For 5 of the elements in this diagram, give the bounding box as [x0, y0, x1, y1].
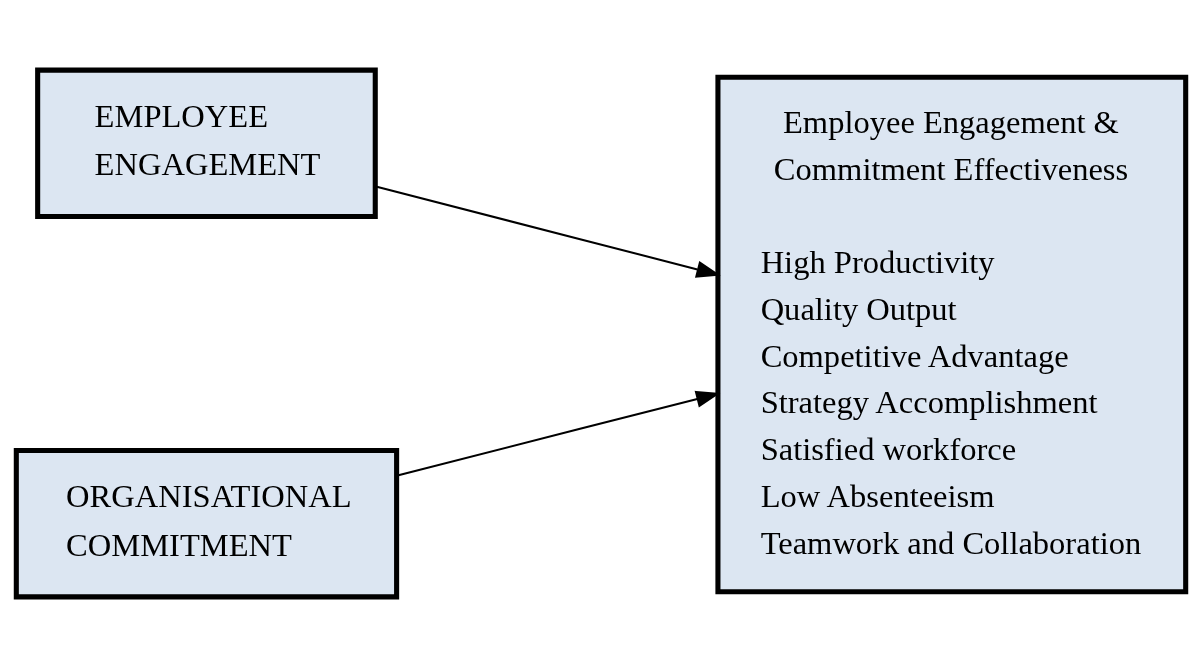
node-box: Employee Engagement & Commitment Effectiveness High Productivity Quality Output Competitive Advantage Strategy Accomplishment Satisfied workforce Low Absenteeism Teamwork and Collaboration	[715, 74, 1189, 594]
node-box: EMPLOYEE ENGAGEMENT	[35, 67, 378, 219]
arrow	[397, 390, 721, 476]
node-box: ORGANISATIONAL COMMITMENT	[13, 447, 400, 599]
arrow	[375, 185, 721, 278]
